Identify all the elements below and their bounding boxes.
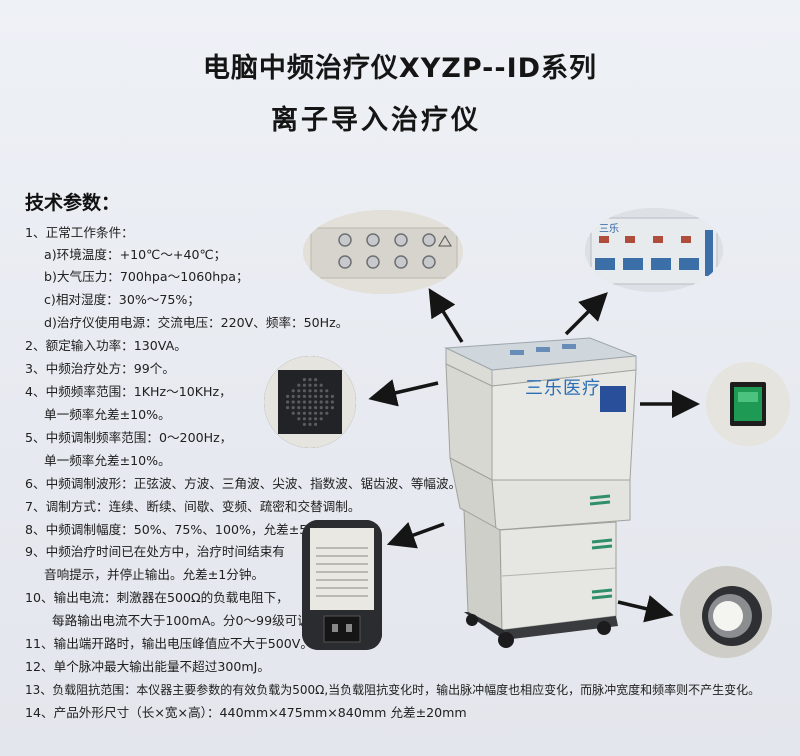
power-switch-photo xyxy=(706,362,790,446)
spec-line: 单一频率允差±10%。 xyxy=(44,407,171,422)
spec-line: 6、中频调制波形：正弦波、方波、三角波、尖波、指数波、锯齿波、等幅波。 xyxy=(25,476,462,491)
power-switch-illustration xyxy=(706,362,790,446)
spec-line: d)治疗仪使用电源：交流电压：220V、频率：50Hz。 xyxy=(44,315,349,330)
spec-line: 5、中频调制频率范围：0～200Hz， xyxy=(25,430,233,445)
page-subtitle: 离子导入治疗仪 xyxy=(271,105,481,136)
speaker-grille-photo xyxy=(264,356,356,448)
page-title: 电脑中频治疗仪XYZP--ID系列 xyxy=(202,53,598,84)
rear-label-photo xyxy=(302,520,382,650)
control-panel-photo: 三乐 xyxy=(585,208,723,292)
panel-logo: 三乐 xyxy=(599,224,619,235)
spec-line: c)相对湿度：30%～75%； xyxy=(44,292,200,307)
spec-line: 每路输出电流不大于100mA。分0～99级可调。 xyxy=(52,613,323,628)
spec-line: 14、产品外形尺寸（长×宽×高）：440mm×475mm×840mm 允差±20… xyxy=(25,705,467,720)
spec-line: 11、输出端开路时，输出电压峰值应不大于500V。 xyxy=(25,636,313,651)
spec-line: 7、调制方式：连续、断续、间歇、变频、疏密和交替调制。 xyxy=(25,499,361,514)
therapy-device-illustration xyxy=(444,337,637,648)
spec-line: 2、额定输入功率：130VA。 xyxy=(25,338,187,353)
therapy-device-photo: 三乐医疗 xyxy=(440,330,640,650)
speaker-grille-illustration xyxy=(264,356,356,448)
rear-label-illustration xyxy=(302,520,382,650)
spec-line: 12、单个脉冲最大输出能量不超过300mJ。 xyxy=(25,659,270,674)
control-panel-illustration xyxy=(585,208,723,292)
connector-panel-illustration xyxy=(303,210,463,294)
spec-line: b)大气压力：700hpa～1060hpa； xyxy=(44,269,249,284)
spec-heading: 技术参数： xyxy=(25,192,121,214)
electrode-illustration xyxy=(680,566,772,658)
spec-line: 13、负载阻抗范围：本仪器主要参数的有效负载为500Ω,当负载阻抗变化时，输出脉… xyxy=(25,683,761,697)
electrode-photo xyxy=(680,566,772,658)
spec-line: 8、中频调制幅度：50%、75%、100%，允差±5%。 xyxy=(25,522,332,537)
device-brand: 三乐医疗 xyxy=(525,378,601,399)
spec-line: 4、中频频率范围：1KHz～10KHz， xyxy=(25,384,232,399)
spec-line: 9、中频治疗时间已在处方中，治疗时间结束有 xyxy=(25,544,285,559)
spec-line: 音响提示，并停止输出。允差±1分钟。 xyxy=(44,567,265,582)
connector-panel-photo xyxy=(303,210,463,294)
spec-line: 10、输出电流：刺激器在500Ω的负载电阻下， xyxy=(25,590,289,605)
spec-line: a)环境温度：+10℃～+40℃； xyxy=(44,247,227,262)
spec-line: 1、正常工作条件： xyxy=(25,225,134,240)
spec-line: 单一频率允差±10%。 xyxy=(44,453,171,468)
spec-line: 3、中频治疗处方：99个。 xyxy=(25,361,175,376)
